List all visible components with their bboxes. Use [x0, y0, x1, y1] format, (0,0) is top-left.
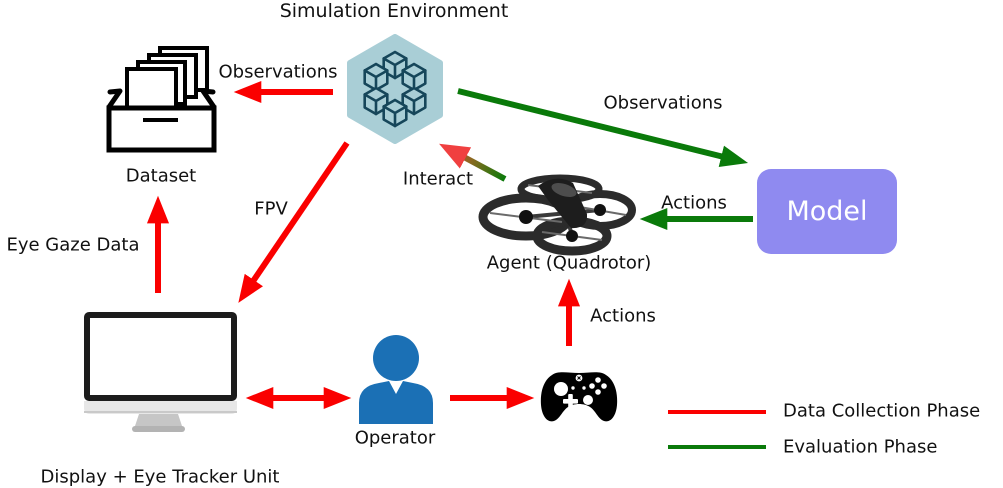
isometric-cube-cluster — [363, 50, 427, 128]
arrow-agent-interact-simulation — [439, 143, 507, 182]
simulation-environment-icon — [347, 34, 443, 144]
simulation-environment-label: Simulation Environment — [279, 0, 509, 22]
observations-dataset-label: Observations — [218, 61, 338, 83]
gamepad-view-button — [571, 386, 575, 390]
gamepad-abxy-buttons — [589, 377, 607, 395]
monitor-stand-neck — [135, 414, 182, 426]
document-stack — [125, 46, 209, 117]
observations-model-label: Observations — [603, 92, 723, 114]
monitor-chin — [84, 401, 237, 414]
gamepad-left-stick — [554, 382, 568, 396]
model-label: Model — [786, 196, 868, 227]
agent-quadrotor-label: Agent (Quadrotor) — [486, 252, 652, 274]
legend-data-collection-label: Data Collection Phase — [783, 400, 981, 422]
eye-gaze-data-label: Eye Gaze Data — [6, 234, 140, 256]
gamepad-menu-button — [582, 386, 586, 390]
quadrotor-image — [478, 174, 636, 256]
dataset-icon — [106, 46, 217, 153]
monitor-stand-base — [132, 426, 185, 432]
operator-body — [359, 381, 433, 424]
drone-canopy-highlight — [551, 183, 577, 197]
gamepad-dpad — [563, 394, 578, 409]
gamepad-right-stick — [583, 395, 593, 405]
gamepad-logo-x — [577, 376, 581, 380]
arrow-fpv-to-display — [238, 141, 350, 303]
fpv-label: FPV — [254, 198, 288, 220]
hexagon-background — [347, 34, 443, 144]
model-node: Model — [757, 169, 897, 254]
display-eye-tracker-label: Display + Eye Tracker Unit — [40, 466, 280, 488]
interact-label: Interact — [402, 168, 474, 190]
tray — [106, 88, 217, 153]
gamepad-icon — [540, 372, 618, 422]
operator-head — [373, 335, 419, 381]
monitor-screen — [90, 318, 231, 395]
actions-gamepad-label: Actions — [590, 305, 656, 327]
display-eye-tracker-icon — [84, 312, 237, 432]
operator-icon — [359, 335, 433, 424]
operator-label: Operator — [354, 427, 436, 449]
arrow-observations-to-model — [457, 88, 749, 168]
dataset-label: Dataset — [125, 165, 197, 187]
legend-evaluation-label: Evaluation Phase — [783, 436, 938, 458]
actions-model-label: Actions — [661, 192, 727, 214]
